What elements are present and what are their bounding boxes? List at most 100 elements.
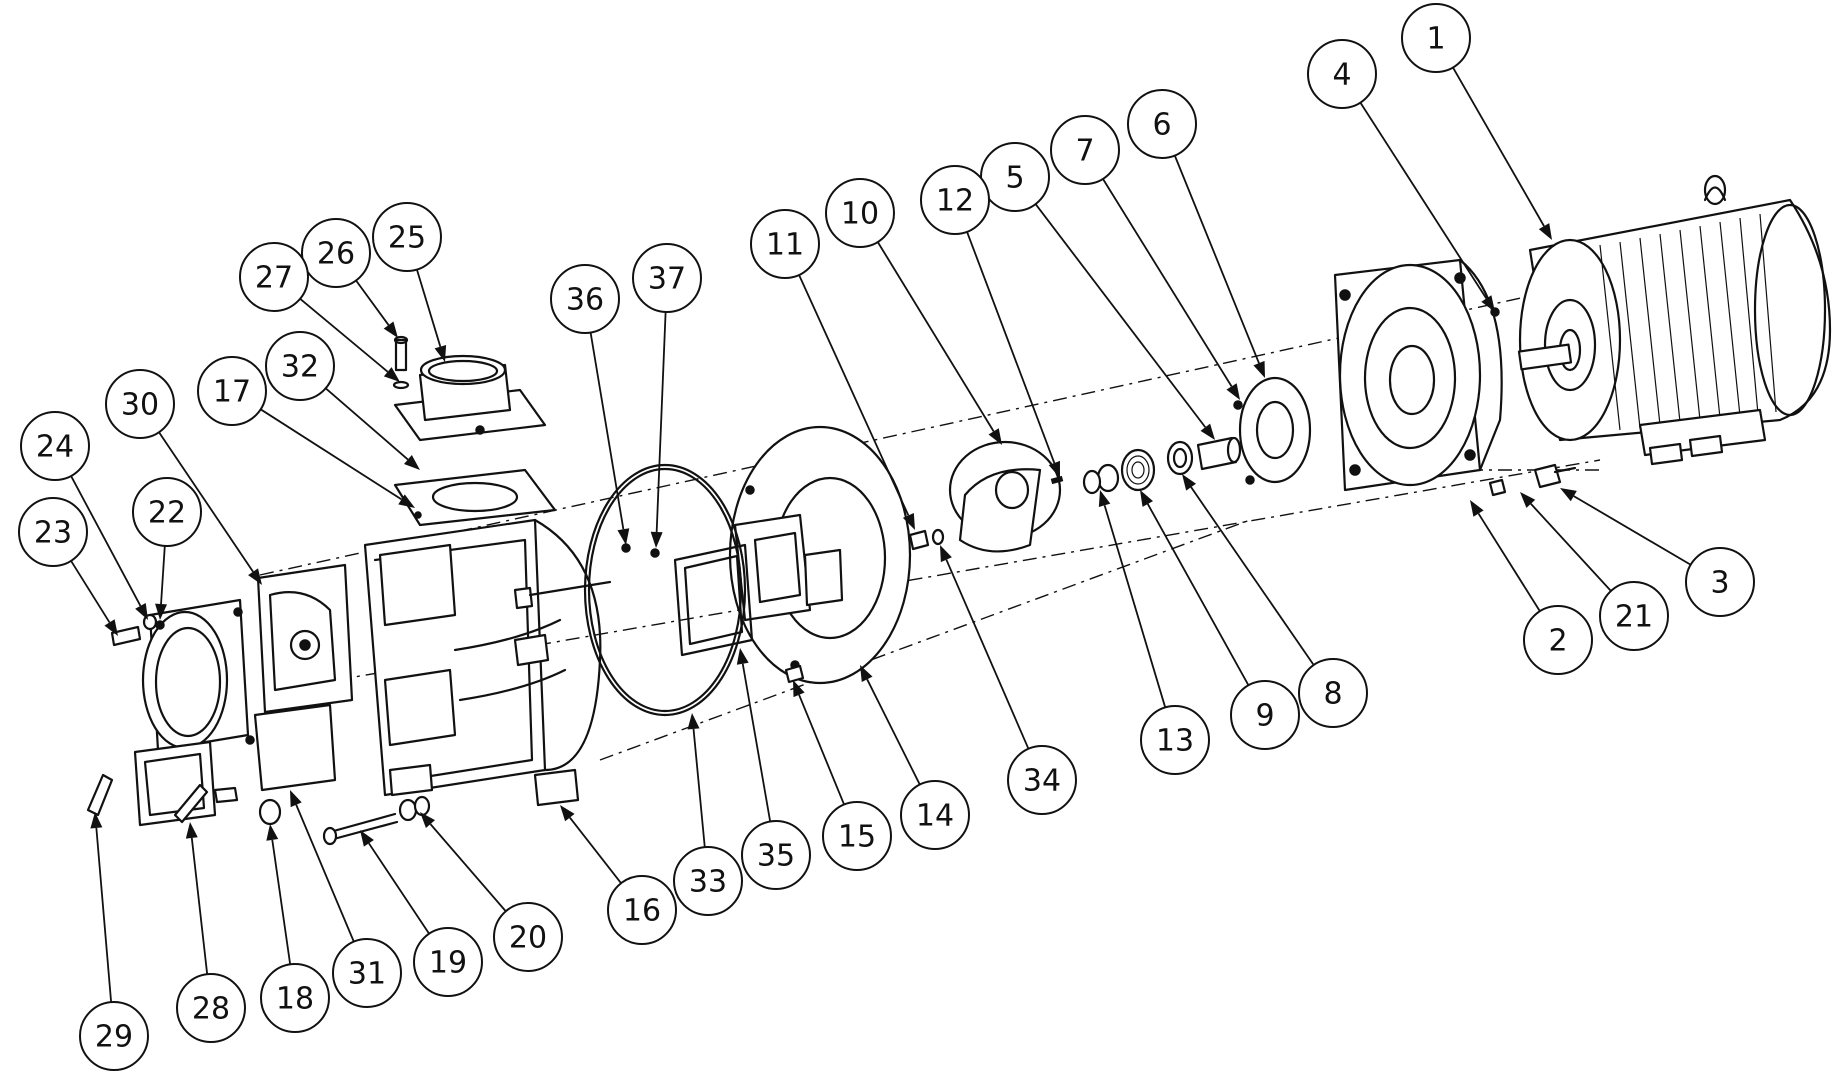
leader-line-15: [798, 694, 845, 805]
callout-circle: [1007, 745, 1077, 815]
callout-balloon-32: 32: [265, 331, 335, 401]
callout-balloon-15: 15: [822, 801, 892, 871]
o-ring: [583, 463, 747, 717]
leader-arrow-23: [104, 619, 118, 636]
discharge-bolt: [392, 335, 410, 390]
leader-arrow-2: [1470, 500, 1484, 517]
callout-circle: [1050, 115, 1120, 185]
callout-number: 34: [1023, 764, 1061, 799]
clamp-handle: [86, 773, 209, 824]
callout-balloon-36: 36: [550, 264, 620, 334]
callout-circle: [1523, 605, 1593, 675]
callout-circle: [750, 209, 820, 279]
callout-balloon-34: 34: [1007, 745, 1077, 815]
discharge-gasket: [393, 468, 557, 527]
callout-number: 3: [1710, 566, 1729, 601]
callout-circle: [741, 820, 811, 890]
callout-number: 31: [348, 957, 386, 992]
leader-arrow-34: [940, 545, 952, 563]
callout-number: 5: [1005, 161, 1024, 196]
callout-balloon-3: 3: [1685, 547, 1755, 617]
callout-number: 1: [1426, 22, 1445, 57]
callout-circle: [550, 264, 620, 334]
callout-number: 21: [1615, 600, 1653, 635]
callout-balloon-1: 1: [1401, 3, 1471, 73]
leader-line-3: [1573, 495, 1692, 566]
pump-casing: [363, 518, 612, 807]
callout-number: 28: [192, 992, 230, 1027]
callout-number: 19: [429, 946, 467, 981]
leader-line-2: [1477, 513, 1541, 612]
callout-balloon-5: 5: [980, 142, 1050, 212]
leader-arrow-27: [383, 367, 400, 382]
leader-line-24: [70, 475, 142, 607]
callout-balloon-18: 18: [260, 963, 330, 1033]
callout-balloon-4: 4: [1307, 39, 1377, 109]
leader-line-31: [295, 804, 355, 943]
wear-plate: [728, 425, 912, 685]
callout-number: 37: [648, 262, 686, 297]
leader-arrow-13: [1098, 490, 1111, 508]
leader-arrow-19: [360, 830, 374, 847]
callout-circle: [920, 165, 990, 235]
leader-arrow-20: [420, 812, 436, 829]
callout-circle: [239, 242, 309, 312]
callout-balloon-9: 9: [1230, 680, 1300, 750]
leader-line-20: [429, 823, 507, 912]
leader-line-32: [325, 387, 409, 461]
callout-balloon-22: 22: [132, 477, 202, 547]
leader-line-12: [966, 231, 1056, 464]
leader-arrow-28: [185, 822, 198, 839]
leader-arrow-26: [383, 321, 398, 338]
shaft-sleeve: [1196, 436, 1242, 471]
callout-balloon-29: 29: [79, 1001, 149, 1071]
callout-circle: [1230, 680, 1300, 750]
leader-line-33: [692, 728, 706, 848]
callout-number: 25: [388, 221, 426, 256]
leader-line-27: [299, 298, 389, 373]
callout-balloon-23: 23: [18, 497, 88, 567]
callout-balloon-17: 17: [197, 356, 267, 426]
callout-circle: [1685, 547, 1755, 617]
leader-arrow-7: [1226, 383, 1240, 400]
callout-number: 2: [1548, 624, 1567, 659]
callout-circle: [372, 202, 442, 272]
callout-number: 18: [276, 982, 314, 1017]
leader-arrow-1: [1538, 223, 1552, 240]
callout-number: 10: [841, 197, 879, 232]
callout-balloon-24: 24: [20, 411, 90, 481]
leader-arrow-29: [90, 812, 103, 829]
callout-number: 11: [766, 228, 804, 263]
callout-circle: [825, 178, 895, 248]
callout-number: 20: [509, 921, 547, 956]
impeller: [948, 440, 1064, 553]
callout-circle: [132, 477, 202, 547]
callout-number: 24: [36, 430, 74, 465]
callout-balloon-33: 33: [673, 846, 743, 916]
leader-arrow-25: [434, 344, 447, 362]
callout-circle: [493, 902, 563, 972]
wear-plate-gasket: [673, 543, 754, 657]
leader-arrow-37: [650, 531, 663, 548]
leader-arrow-8: [1182, 474, 1197, 491]
leader-line-37: [655, 311, 667, 533]
leader-line-30: [158, 431, 254, 573]
callout-balloon-6: 6: [1127, 89, 1197, 159]
callout-balloon-10: 10: [825, 178, 895, 248]
check-valve: [256, 563, 354, 714]
callout-circle: [822, 801, 892, 871]
callout-number: 4: [1332, 58, 1351, 93]
suction-flange: [141, 598, 255, 752]
leader-arrow-14: [860, 665, 873, 682]
leader-line-1: [1452, 67, 1545, 227]
callout-balloon-7: 7: [1050, 115, 1120, 185]
callout-number: 32: [281, 350, 319, 385]
callout-number: 12: [936, 184, 974, 219]
bracket-hardware: [1488, 307, 1577, 497]
callout-balloon-11: 11: [750, 209, 820, 279]
leader-arrow-21: [1520, 492, 1536, 508]
leader-line-6: [1173, 155, 1260, 364]
leader-arrow-12: [1048, 460, 1060, 478]
